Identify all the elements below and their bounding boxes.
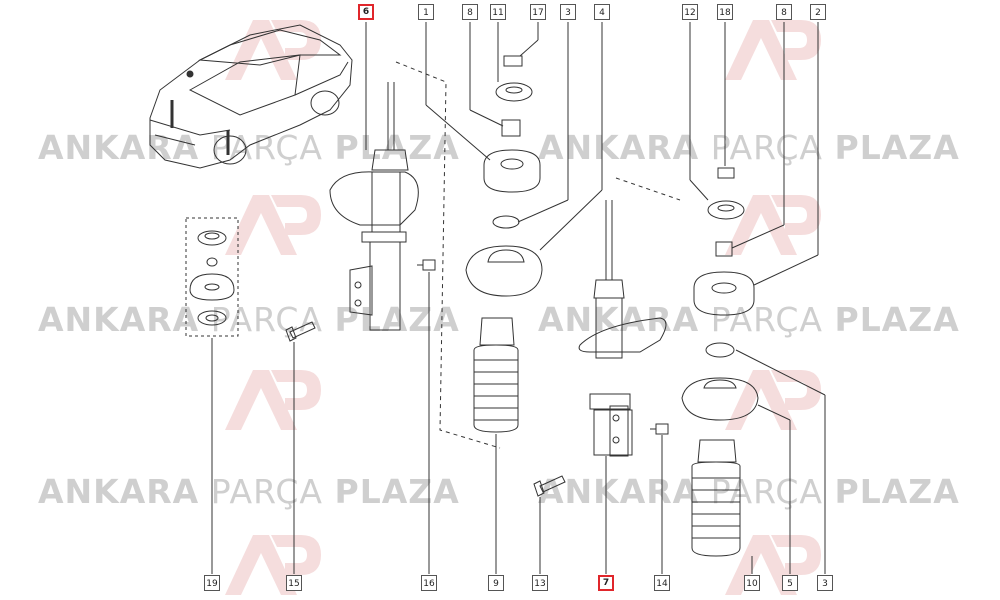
bolt-icon: [533, 475, 566, 497]
mount-icon: [189, 230, 235, 326]
nut-icon: [650, 423, 669, 435]
part-label-1[interactable]: 1: [418, 4, 434, 20]
strut-icon: [578, 200, 667, 457]
part-label-15[interactable]: 15: [286, 575, 302, 591]
boot-icon: [473, 317, 519, 433]
part-label-17[interactable]: 17: [530, 4, 546, 20]
boot-icon: [691, 439, 741, 557]
part-label-6[interactable]: 6: [358, 4, 374, 20]
part-label-12[interactable]: 12: [682, 4, 698, 20]
part-label-9[interactable]: 9: [488, 575, 504, 591]
nut-icon: [417, 259, 436, 271]
part-label-4[interactable]: 4: [594, 4, 610, 20]
part-label-3[interactable]: 3: [560, 4, 576, 20]
bolt-icon: [285, 321, 316, 342]
car-icon: [149, 24, 353, 169]
mount-icon: [465, 55, 543, 297]
part-label-19[interactable]: 19: [204, 575, 220, 591]
part-label-14[interactable]: 14: [654, 575, 670, 591]
part-label-16[interactable]: 16: [421, 575, 437, 591]
part-label-2[interactable]: 2: [810, 4, 826, 20]
part-label-13[interactable]: 13: [532, 575, 548, 591]
part-label-10[interactable]: 10: [744, 575, 760, 591]
part-label-5[interactable]: 5: [782, 575, 798, 591]
strut-icon: [329, 82, 419, 331]
part-label-8[interactable]: 8: [462, 4, 478, 20]
part-label-8b[interactable]: 8: [776, 4, 792, 20]
part-label-11[interactable]: 11: [490, 4, 506, 20]
part-label-18[interactable]: 18: [717, 4, 733, 20]
watermark-logo: [225, 20, 821, 595]
part-label-7[interactable]: 7: [598, 575, 614, 591]
mount-icon: [681, 167, 759, 421]
part-label-3b[interactable]: 3: [817, 575, 833, 591]
